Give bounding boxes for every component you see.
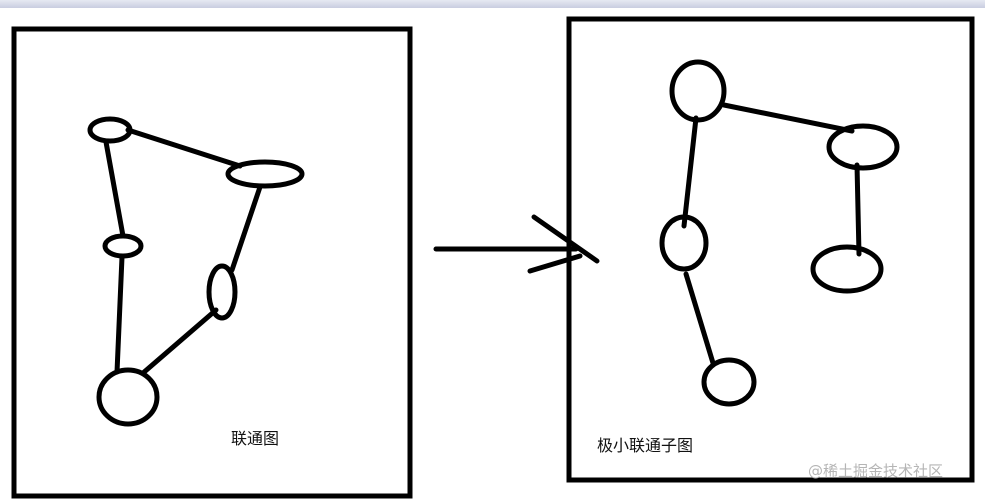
node-i — [810, 244, 884, 294]
edge-f-g — [721, 102, 855, 134]
node-c — [102, 233, 144, 259]
edge-c-e — [114, 254, 125, 375]
node-b — [225, 159, 305, 189]
arrow-head-lower — [527, 253, 583, 274]
edge-f-h — [681, 115, 699, 229]
edge-h-j — [683, 271, 716, 366]
node-e — [96, 367, 160, 427]
transform-arrow — [433, 214, 600, 274]
edge-g-i — [854, 162, 862, 257]
node-g — [826, 123, 900, 171]
edge-b-d — [229, 184, 263, 273]
arrow-head-upper — [531, 214, 600, 264]
edge-a-b — [125, 127, 243, 169]
minimal-connected-subgraph-panel — [566, 16, 975, 483]
node-f — [669, 59, 727, 123]
window-top-bar — [0, 0, 985, 8]
connected-graph-panel — [11, 26, 413, 499]
connected-graph-label: 联通图 — [231, 429, 280, 448]
node-h — [659, 214, 709, 272]
edge-a-c — [103, 139, 126, 239]
edge-d-e — [140, 307, 219, 376]
node-j — [701, 357, 757, 407]
watermark: @稀土掘金技术社区 — [808, 462, 944, 480]
right-frame — [566, 16, 975, 483]
minimal-subgraph-label: 极小联通子图 — [597, 436, 694, 455]
node-d — [206, 263, 238, 321]
node-a — [87, 116, 133, 144]
left-frame — [11, 26, 413, 499]
